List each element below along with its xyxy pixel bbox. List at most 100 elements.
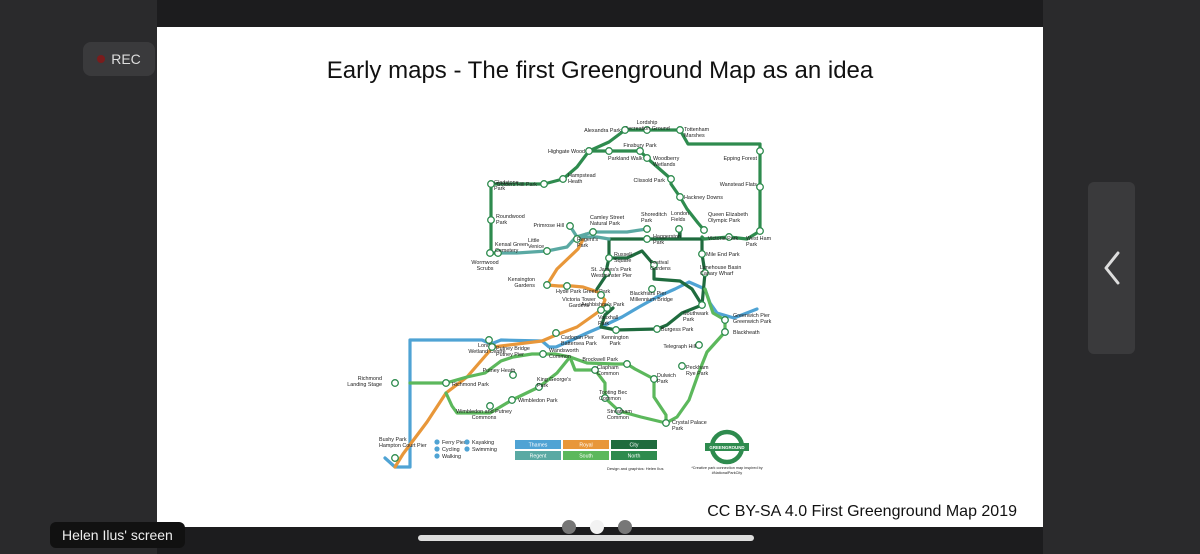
legend-icons: Ferry Pier Cycling Walking Kayaking Swim… bbox=[434, 439, 497, 460]
station-label: West Ham bbox=[746, 236, 772, 242]
station-marker bbox=[721, 316, 729, 324]
station-marker bbox=[698, 301, 706, 309]
station-label: Victoria Tower bbox=[562, 297, 596, 303]
station-label: Primrose Hill bbox=[533, 223, 564, 229]
station-label: Richmond bbox=[358, 376, 382, 382]
chevron-left-icon bbox=[1104, 251, 1119, 285]
station-label: Finsbury Park bbox=[623, 143, 657, 149]
station-marker bbox=[643, 126, 651, 134]
back-button[interactable] bbox=[1088, 182, 1135, 354]
station-marker bbox=[643, 154, 651, 162]
station-label: Rye Park bbox=[686, 371, 708, 377]
slide-title: Early maps - The first Greenground Map a… bbox=[326, 57, 874, 84]
station-marker bbox=[543, 281, 551, 289]
station-label: Brockwell Park bbox=[582, 357, 618, 363]
logo-text: GREENGROUND bbox=[709, 445, 744, 450]
station-marker bbox=[486, 249, 494, 257]
screen-share-label: Helen Ilus' screen bbox=[50, 522, 185, 548]
station-label: Park bbox=[641, 218, 652, 224]
station-label: Bushy Park bbox=[379, 437, 407, 443]
legend-line-north: North bbox=[611, 451, 657, 460]
station-label: Square bbox=[614, 258, 631, 264]
legend-line-regent: Regent bbox=[515, 451, 561, 460]
station-label: Hackney Downs bbox=[684, 195, 723, 201]
station-label: Putney Bridge bbox=[496, 346, 530, 352]
route-line-8 bbox=[489, 149, 591, 255]
station-marker bbox=[621, 126, 629, 134]
cycling-icon bbox=[434, 446, 440, 452]
station-label: Gardens bbox=[514, 283, 535, 289]
station-label: Landing Stage bbox=[347, 382, 382, 388]
station-marker bbox=[603, 269, 611, 277]
station-label: Limehouse Basin bbox=[700, 265, 741, 271]
station-label: Highgate Wood bbox=[548, 149, 585, 155]
station-marker bbox=[643, 225, 651, 233]
station-label: Telegraph Hill bbox=[663, 344, 696, 350]
station-label: Parkland Walk bbox=[608, 156, 643, 162]
station-label: Burgess Park bbox=[661, 327, 694, 333]
station-marker bbox=[573, 235, 581, 243]
station-marker bbox=[653, 325, 661, 333]
legend-line-south: South bbox=[563, 451, 609, 460]
station-telegraph: Telegraph Hill bbox=[663, 341, 703, 350]
station-label: Putney Pier bbox=[496, 352, 524, 358]
page-indicator bbox=[562, 520, 632, 534]
page-dot-active[interactable] bbox=[590, 520, 604, 534]
station-label: Lordship bbox=[637, 120, 658, 126]
station-label: Mile End Park bbox=[706, 252, 740, 258]
station-label: Camley Street bbox=[590, 215, 625, 221]
station-marker bbox=[662, 419, 670, 427]
station-label: Hyde Park Green Park bbox=[556, 289, 611, 295]
station-label: Heath bbox=[568, 179, 582, 185]
station-marker bbox=[563, 282, 571, 290]
record-dot-icon bbox=[97, 55, 106, 63]
station-label: Wetland Centre bbox=[468, 349, 505, 355]
station-label: Park bbox=[598, 321, 609, 327]
station-label: Kennington bbox=[601, 335, 628, 341]
station-alexandra: Alexandra Park bbox=[584, 126, 629, 134]
kayaking-icon bbox=[464, 439, 470, 445]
station-marker bbox=[650, 375, 658, 383]
station-hackney: Hackney Downs bbox=[676, 193, 723, 201]
station-marker bbox=[585, 147, 593, 155]
station-marker bbox=[391, 454, 399, 462]
station-label: Common bbox=[597, 371, 619, 377]
station-marker bbox=[597, 291, 605, 299]
legend-swatch bbox=[515, 451, 561, 460]
map-credit: Design and graphics: Helen Ilus bbox=[607, 466, 663, 471]
station-primrose: Primrose Hill bbox=[533, 222, 574, 230]
home-indicator[interactable] bbox=[418, 535, 754, 541]
station-label: St. James's Park bbox=[591, 267, 632, 273]
station-label: Wetlands bbox=[653, 162, 676, 168]
page-dot[interactable] bbox=[562, 520, 576, 534]
station-label: Gardens bbox=[569, 303, 590, 309]
station-label: Archbishop's Park bbox=[581, 302, 625, 308]
station-wimbledonpark: Wimbledon Park bbox=[508, 396, 558, 404]
station-label: Dulwich bbox=[657, 373, 676, 379]
station-label: Park bbox=[653, 240, 664, 246]
station-label: Kensal Green bbox=[495, 242, 528, 248]
station-label: Clapham bbox=[597, 365, 619, 371]
page-dot[interactable] bbox=[618, 520, 632, 534]
station-marker bbox=[695, 341, 703, 349]
station-label: Russell bbox=[614, 252, 632, 258]
station-marker bbox=[601, 394, 609, 402]
station-label: Festival bbox=[650, 260, 669, 266]
station-label: Crystal Palace bbox=[672, 420, 707, 426]
